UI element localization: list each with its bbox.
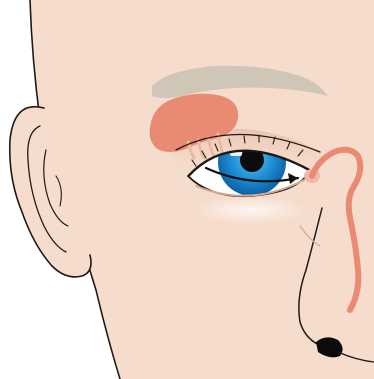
cheek-highlight xyxy=(192,196,308,224)
